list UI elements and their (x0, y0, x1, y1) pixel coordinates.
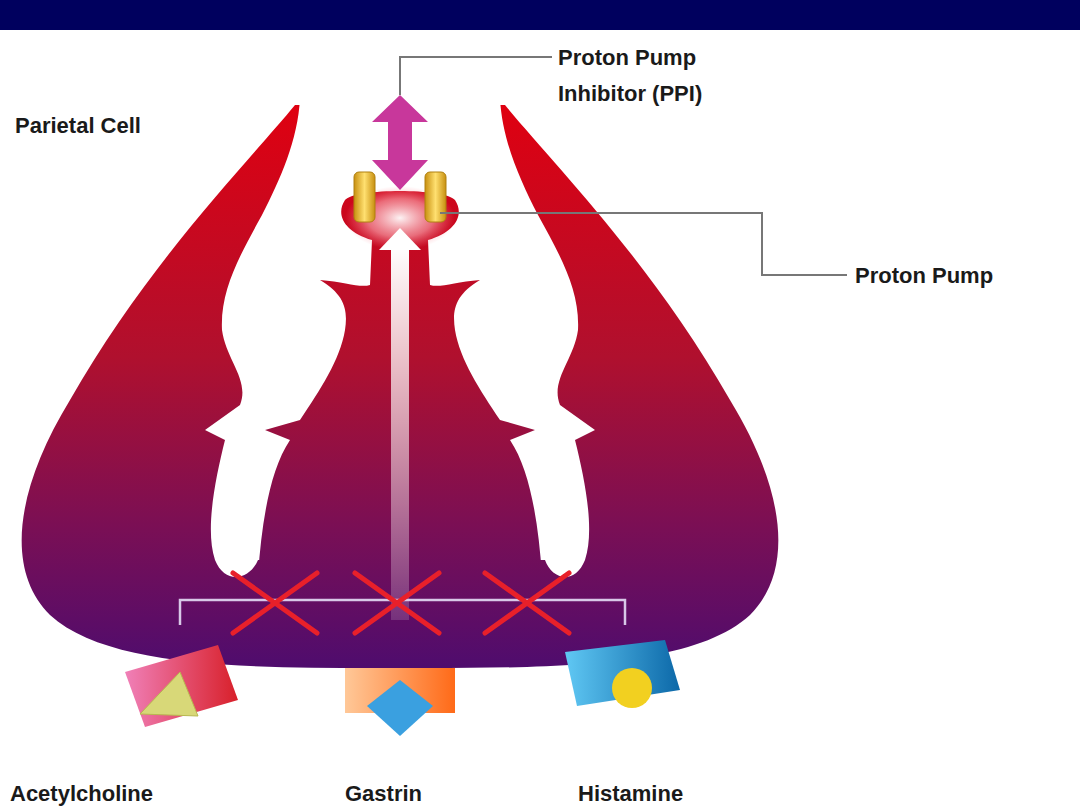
block-crosses (233, 573, 569, 633)
receptor-label: Acetylcholine (10, 780, 153, 808)
receptor-label: Gastrin (345, 780, 422, 808)
cell-label: Parietal Cell (15, 112, 141, 140)
title-bar (0, 0, 1080, 30)
gastrin-ligand (367, 680, 433, 736)
callout-label: Proton Pump Inhibitor (PPI) (558, 40, 704, 112)
ppi-arrow (372, 95, 428, 190)
leader-line (400, 57, 552, 95)
acetylcholine-ligand (140, 672, 198, 716)
callout-label: Proton Pump (855, 262, 993, 290)
histamine-ligand (612, 668, 652, 708)
acid-arrow (391, 246, 409, 620)
receptor-label: Histamine (578, 780, 683, 808)
proton-pump (425, 172, 446, 222)
acetylcholine-receptor (125, 645, 238, 727)
proton-pump (354, 172, 375, 222)
acid-arrowhead (379, 228, 421, 250)
leader-line (440, 213, 847, 275)
